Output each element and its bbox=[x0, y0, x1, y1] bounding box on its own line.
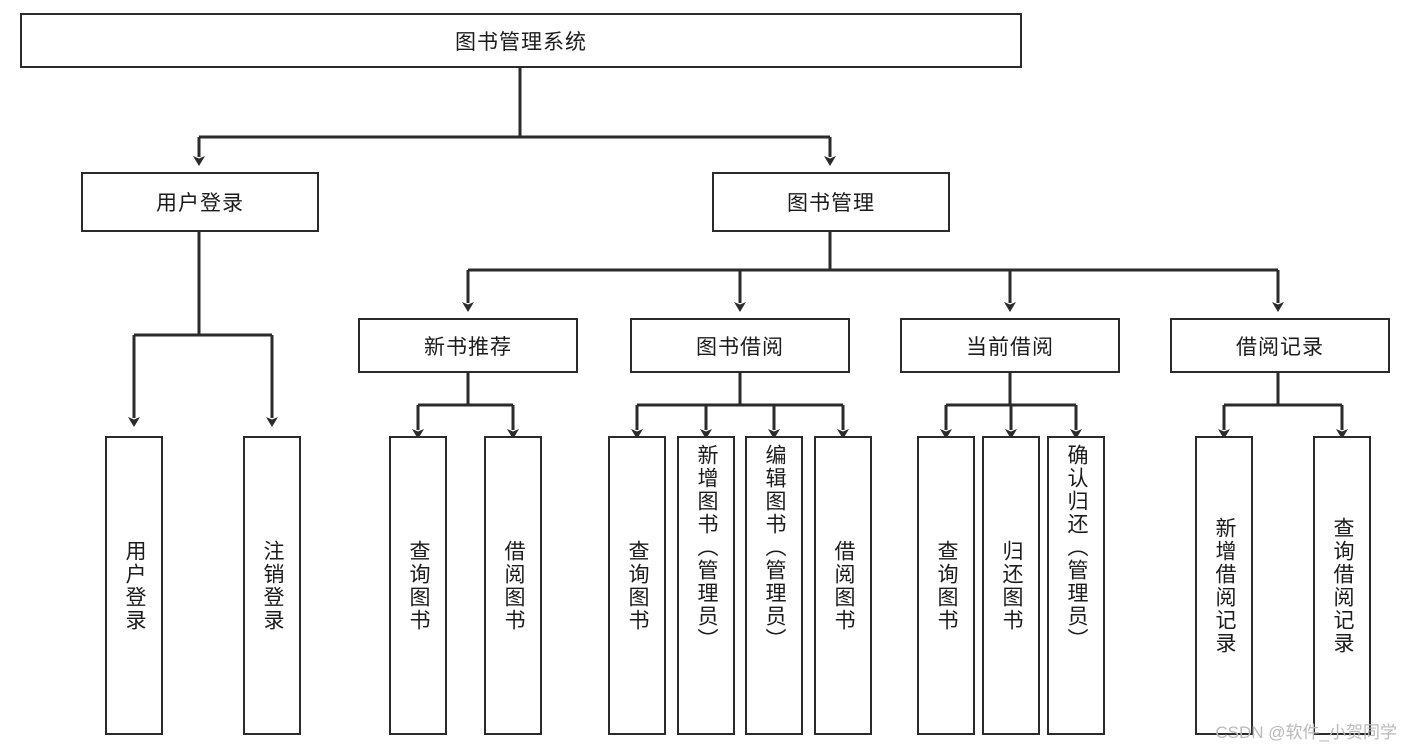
leaf-borrow-query-book-label: 查询图书 bbox=[626, 539, 650, 632]
leaf-user-login-signin-label: 用户登录 bbox=[123, 539, 147, 632]
leaf-user-login-signout[interactable]: 注销登录 bbox=[243, 436, 301, 735]
leaf-current-return-book[interactable]: 归还图书 bbox=[982, 436, 1040, 735]
node-borrow-record[interactable]: 借阅记录 bbox=[1170, 318, 1390, 373]
leaf-user-login-signin[interactable]: 用户登录 bbox=[105, 436, 163, 735]
leaf-user-login-signout-label: 注销登录 bbox=[261, 539, 285, 632]
leaf-recommend-borrow-book-label: 借阅图书 bbox=[502, 539, 526, 632]
leaf-borrow-borrow-book[interactable]: 借阅图书 bbox=[814, 436, 872, 735]
leaf-recommend-query-book[interactable]: 查询图书 bbox=[389, 436, 447, 735]
node-current-borrow-label: 当前借阅 bbox=[966, 335, 1054, 359]
node-root-label: 图书管理系统 bbox=[455, 30, 587, 54]
leaf-record-add-record-label: 新增借阅记录 bbox=[1213, 516, 1237, 655]
leaf-borrow-edit-book-label: 编辑图书（管理员） bbox=[763, 444, 787, 651]
node-root[interactable]: 图书管理系统 bbox=[20, 13, 1022, 68]
leaf-current-query-book[interactable]: 查询图书 bbox=[917, 436, 975, 735]
csdn-watermark: CSDN @软件_小贺同学 bbox=[1215, 723, 1397, 742]
node-book-borrow[interactable]: 图书借阅 bbox=[630, 318, 850, 373]
leaf-record-query-record-label: 查询借阅记录 bbox=[1331, 516, 1355, 655]
node-book-borrow-label: 图书借阅 bbox=[696, 335, 784, 359]
leaf-current-return-book-label: 归还图书 bbox=[1000, 539, 1024, 632]
node-new-book-recommend[interactable]: 新书推荐 bbox=[358, 318, 578, 373]
leaf-borrow-query-book[interactable]: 查询图书 bbox=[608, 436, 666, 735]
node-user-login-label: 用户登录 bbox=[156, 192, 244, 215]
leaf-borrow-borrow-book-label: 借阅图书 bbox=[832, 539, 856, 632]
leaf-borrow-add-book-label: 新增图书（管理员） bbox=[695, 444, 719, 651]
node-book-management[interactable]: 图书管理 bbox=[712, 172, 950, 232]
node-borrow-record-label: 借阅记录 bbox=[1236, 335, 1324, 359]
leaf-record-add-record[interactable]: 新增借阅记录 bbox=[1195, 436, 1253, 735]
leaf-current-confirm-return[interactable]: 确认归还（管理员） bbox=[1047, 436, 1105, 735]
leaf-recommend-borrow-book[interactable]: 借阅图书 bbox=[484, 436, 542, 735]
node-current-borrow[interactable]: 当前借阅 bbox=[900, 318, 1120, 373]
leaf-current-query-book-label: 查询图书 bbox=[935, 539, 959, 632]
leaf-borrow-add-book[interactable]: 新增图书（管理员） bbox=[677, 436, 735, 735]
leaf-current-confirm-return-label: 确认归还（管理员） bbox=[1065, 444, 1089, 651]
leaf-borrow-edit-book[interactable]: 编辑图书（管理员） bbox=[745, 436, 803, 735]
leaf-recommend-query-book-label: 查询图书 bbox=[407, 539, 431, 632]
leaf-record-query-record[interactable]: 查询借阅记录 bbox=[1313, 436, 1371, 735]
node-new-book-recommend-label: 新书推荐 bbox=[424, 335, 512, 359]
node-book-management-label: 图书管理 bbox=[787, 192, 875, 215]
node-user-login[interactable]: 用户登录 bbox=[81, 172, 319, 232]
